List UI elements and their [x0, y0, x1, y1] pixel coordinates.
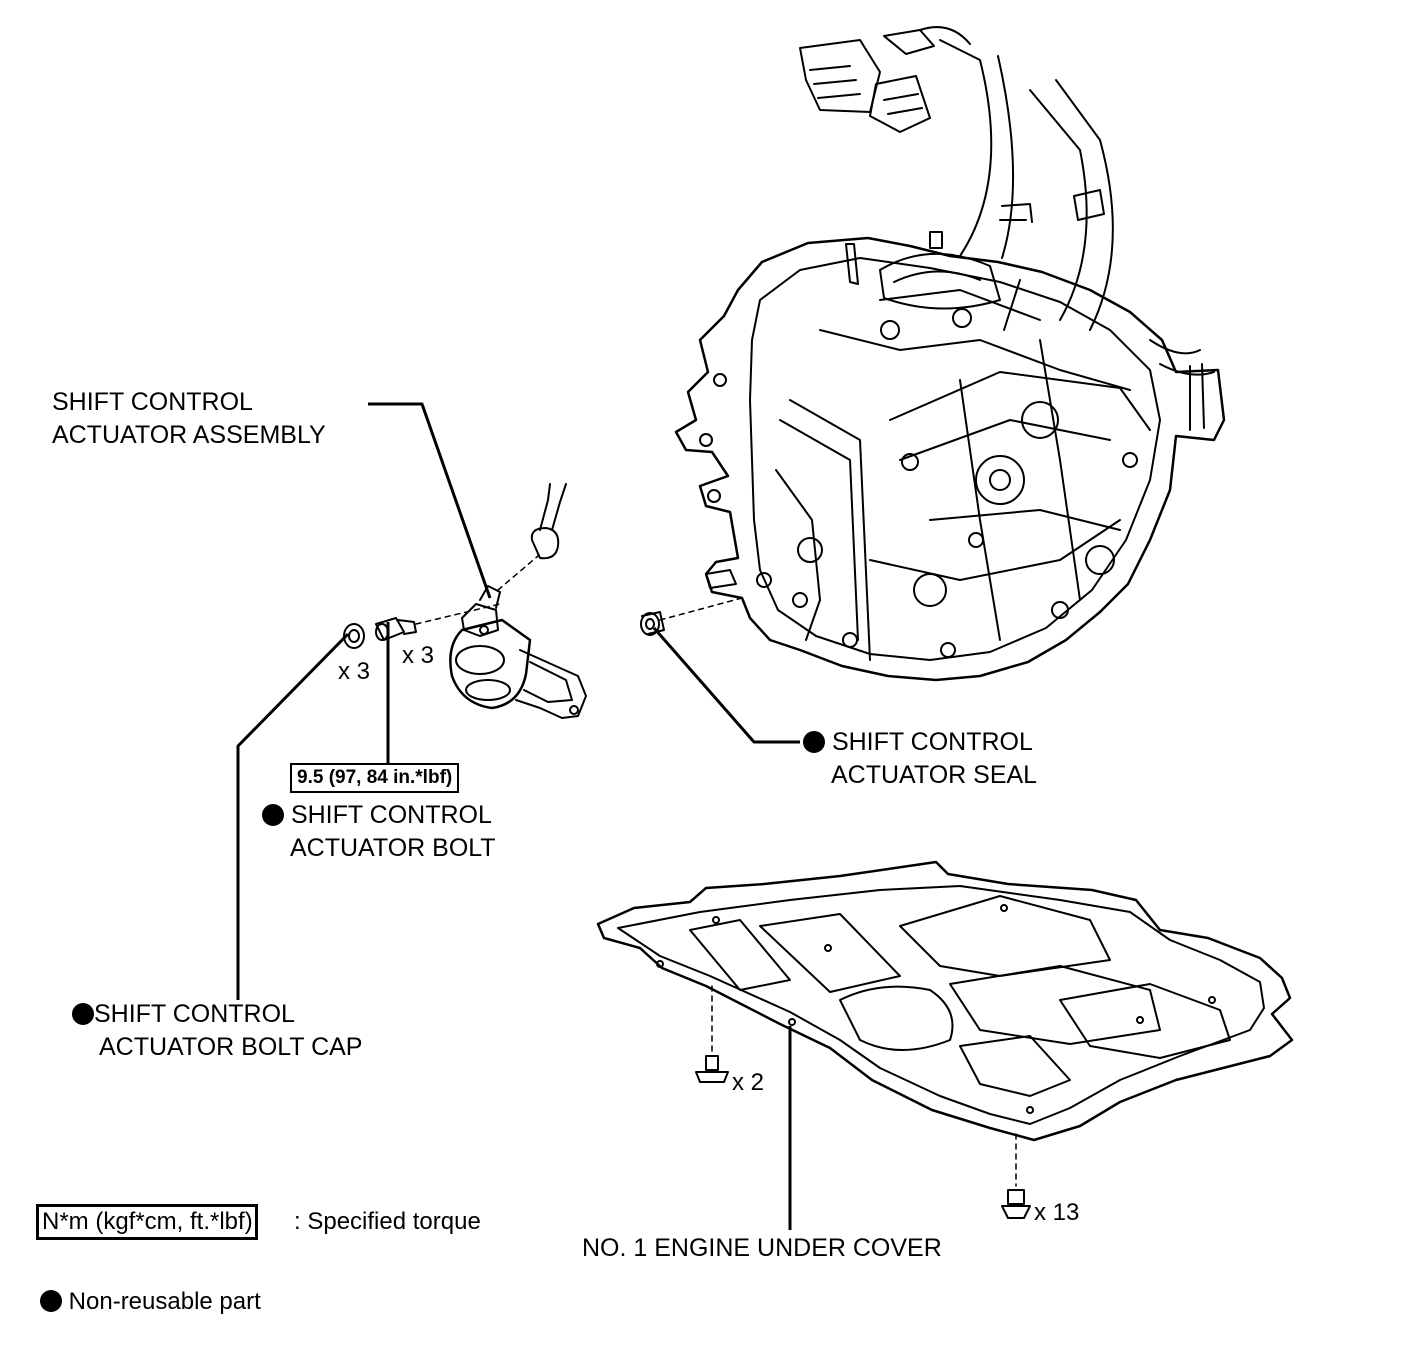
actuator-illustration: [343, 483, 665, 719]
legend-torque-box: N*m (kgf*cm, ft.*lbf): [36, 1204, 258, 1240]
label-line: ACTUATOR SEAL: [831, 761, 1038, 789]
leader-lines: [236, 402, 800, 1230]
label-line: ACTUATOR BOLT CAP: [99, 1033, 363, 1061]
legend-nonreusable-label: Non-reusable part: [68, 1288, 261, 1315]
qty-cover-clip: x 13: [1034, 1199, 1080, 1226]
label-line: SHIFT CONTROL: [94, 1000, 295, 1028]
label-line: ACTUATOR ASSEMBLY: [52, 421, 326, 449]
torque-spec-box: 9.5 (97, 84 in.*lbf): [290, 763, 460, 793]
label-line: SHIFT CONTROL: [290, 801, 492, 829]
nonreusable-dot-icon: [72, 1003, 94, 1025]
under-cover-illustration: [596, 860, 1294, 1219]
transaxle-illustration: [674, 26, 1226, 682]
qty-bolt: x 3: [402, 642, 435, 669]
label-actuator-bolt: SHIFT CONTROL ACTUATOR BOLT: [262, 799, 496, 865]
nonreusable-dot-icon: [40, 1290, 62, 1312]
label-actuator-assembly: SHIFT CONTROL ACTUATOR ASSEMBLY: [52, 386, 326, 452]
label-actuator-seal: SHIFT CONTROL ACTUATOR SEAL: [803, 726, 1037, 792]
nonreusable-dot-icon: [803, 731, 825, 753]
assembly-lines: [415, 555, 1017, 1187]
qty-bolt-cap: x 3: [338, 658, 371, 685]
label-bolt-cap: SHIFT CONTROL ACTUATOR BOLT CAP: [72, 998, 362, 1064]
label-under-cover: NO. 1 ENGINE UNDER COVER: [582, 1234, 942, 1262]
nonreusable-dot-icon: [262, 804, 284, 826]
legend-nonreusable: Non-reusable part: [40, 1287, 261, 1317]
label-line: SHIFT CONTROL: [831, 728, 1033, 756]
qty-cover-bolt: x 2: [732, 1069, 765, 1096]
legend-torque-desc: : Specified torque: [294, 1208, 481, 1235]
label-line: ACTUATOR BOLT: [290, 834, 496, 862]
label-line: SHIFT CONTROL: [52, 388, 253, 416]
